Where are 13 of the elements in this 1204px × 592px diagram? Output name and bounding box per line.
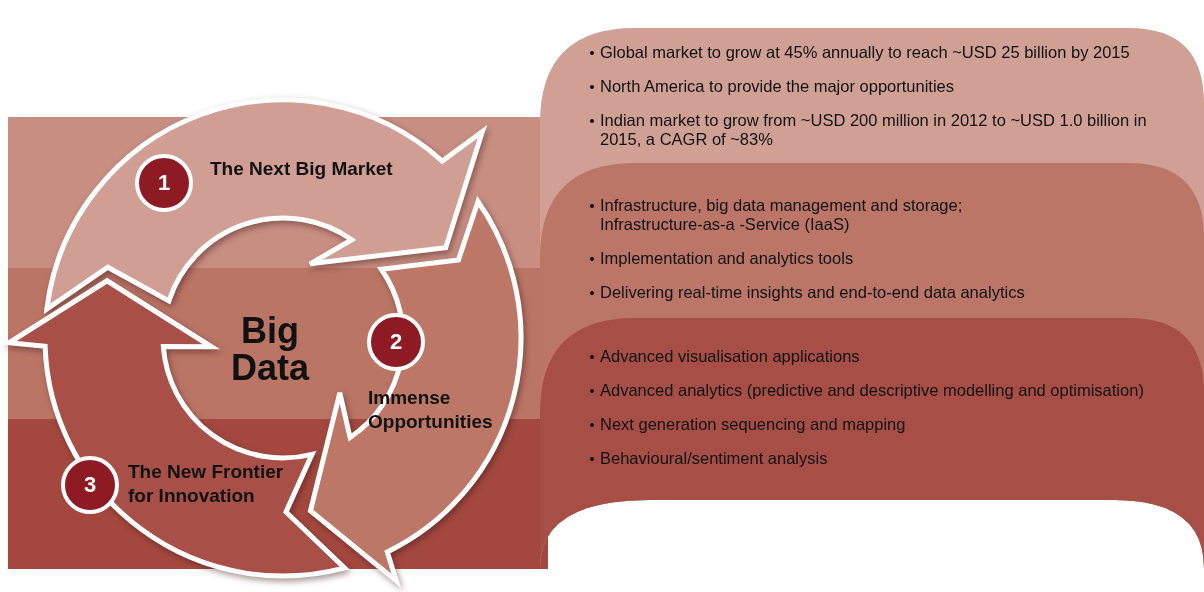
bullet-text: Implementation and analytics tools — [600, 249, 1182, 268]
step-title: The New Frontier for Innovation — [128, 460, 285, 508]
step-title: The Next Big Market — [210, 157, 394, 181]
bullet-text: North America to provide the major opportunities — [600, 77, 1182, 96]
bullet-text: Infrastructure, big data management and storage; Infrastructure-as-a -Service (IaaS) — [600, 196, 1020, 234]
bullet-text: Next generation sequencing and mapping — [600, 415, 1182, 434]
bullet-text: Delivering real-time insights and end-to-end data analytics — [600, 283, 1182, 302]
bullet-text: Advanced analytics (predictive and descriptive modelling and optimisation) — [600, 381, 1182, 400]
bullet-text: Advanced visualisation applications — [600, 347, 1182, 366]
bullet-text: Global market to grow at 45% annually to reach ~USD 25 billion by 2015 — [600, 43, 1182, 62]
bullet-text: Indian market to grow from ~USD 200 million in 2012 to ~USD 1.0 billion in 2015, a CAGR of ~83% — [600, 111, 1182, 149]
center-title: Big Data — [220, 313, 320, 387]
bullet-text: Behavioural/sentiment analysis — [600, 449, 1182, 468]
